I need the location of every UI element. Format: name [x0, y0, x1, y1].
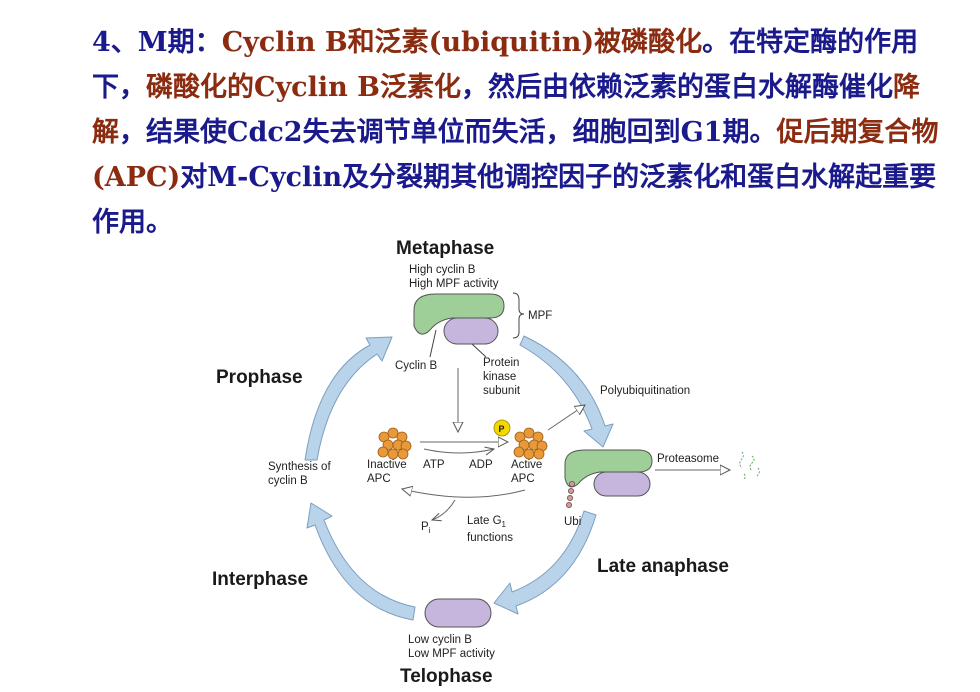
inactive-apc-label-1: Inactive	[367, 459, 407, 471]
degraded-peptides-icon	[739, 451, 760, 481]
cycle-arrow-anaphase-to-telophase	[493, 510, 597, 615]
cycle-arrows	[304, 335, 614, 621]
inactive-apc-cluster	[377, 427, 412, 460]
cyclin-b-leader-line	[429, 329, 437, 358]
pi-release-arrow	[432, 499, 456, 520]
phosphate-badge-text: P	[499, 424, 505, 434]
phase-label-metaphase: Metaphase	[396, 238, 494, 259]
adp-label: ADP	[469, 459, 493, 471]
phase-label-interphase: Interphase	[212, 569, 308, 590]
protein-kinase-label-3: subunit	[483, 385, 521, 397]
phase-label-telophase: Telophase	[400, 666, 493, 687]
atp-adp-curve	[423, 449, 494, 453]
cyclin-b-label: Cyclin B	[395, 360, 438, 372]
text-segment: 对M-Cyclin及分裂期其他调控因子的泛素化和蛋白水解起重要作用。	[92, 162, 937, 238]
atp-label: ATP	[423, 459, 445, 471]
cycle-arrow-metaphase-to-anaphase	[519, 335, 614, 448]
synthesis-label-2: cyclin B	[268, 475, 308, 487]
ubiquitin-chain	[566, 480, 576, 508]
active-apc-label-2: APC	[511, 473, 535, 485]
cycle-arrow-interphase-to-metaphase	[304, 336, 393, 461]
late-g1-label-2: functions	[467, 532, 513, 544]
highlight-segment: 促后期复合物(APC)	[92, 117, 939, 193]
telophase-note-cyclin: Low cyclin B	[408, 634, 472, 646]
active-apc-cluster	[513, 427, 548, 460]
metaphase-note-cyclin: High cyclin B	[409, 264, 476, 276]
text-segment: 。在特定酶的作用下，	[92, 27, 919, 103]
description-paragraph: 4、M期：Cyclin B和泛素(ubiquitin)被磷酸化。在特定酶的作用下…	[92, 20, 952, 245]
metaphase-note-mpf: High MPF activity	[409, 278, 499, 290]
text-segment: ，结果使Cdc2失去调节单位而失活，细胞回到G1期。	[119, 117, 777, 148]
cycle-arrow-telophase-to-interphase	[306, 502, 416, 621]
protein-kinase-label-1: Protein	[483, 357, 519, 369]
ubi-label: Ubi	[564, 516, 581, 528]
pi-label: Pi	[421, 521, 431, 535]
mpf-complex-ubiquitinated	[564, 449, 653, 497]
protein-kinase-label-2: kinase	[483, 371, 516, 383]
polyubiquitination-label: Polyubiquitination	[600, 385, 690, 397]
cyclin-b-shape	[413, 293, 505, 335]
highlight-segment: Cyclin B和泛素(ubiquitin)被磷酸化	[221, 27, 703, 58]
telophase-kinase-shape	[424, 598, 492, 628]
phase-label-late-anaphase: Late anaphase	[597, 556, 729, 577]
kinase-leader-line	[471, 343, 487, 358]
highlight-segment: 磷酸化的Cyclin B泛素化	[146, 72, 461, 103]
phase-label-prophase: Prophase	[216, 367, 303, 388]
active-apc-label-1: Active	[511, 459, 542, 471]
inactive-apc-label-2: APC	[367, 473, 391, 485]
protein-kinase-subunit-shape	[443, 317, 499, 345]
apc-to-polyubiquitination-arrow	[547, 405, 585, 431]
highlight-segment: 降解	[92, 72, 920, 148]
telophase-note-mpf: Low MPF activity	[408, 648, 495, 660]
mpf-brace	[512, 292, 525, 339]
mpf-complex-top	[413, 293, 505, 345]
text-segment: 4、M期：	[92, 27, 222, 58]
deactivation-arrow	[402, 489, 526, 498]
phosphate-badge-icon	[493, 419, 511, 437]
late-g1-label-1: Late G1	[467, 515, 507, 529]
proteasome-label: Proteasome	[657, 453, 719, 465]
synthesis-label-1: Synthesis of	[268, 461, 331, 473]
text-segment: ，然后由依赖泛素的蛋白水解酶催化	[460, 72, 893, 103]
mpf-label: MPF	[528, 310, 552, 322]
